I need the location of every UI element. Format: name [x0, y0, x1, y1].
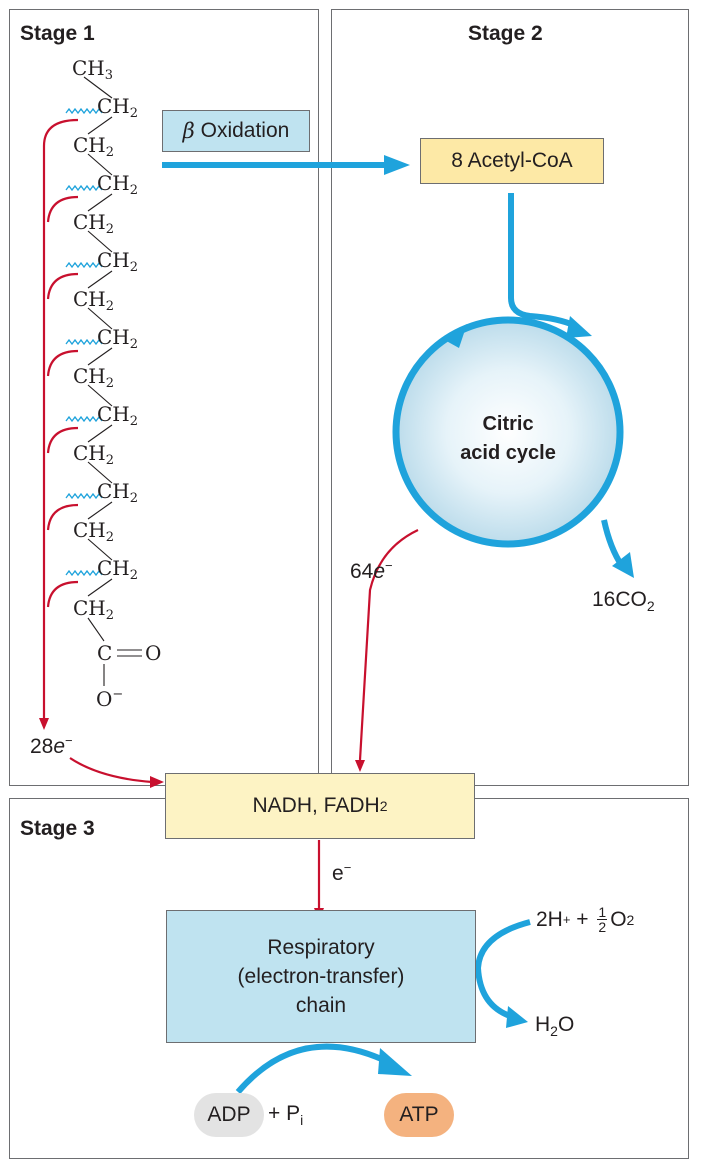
- carbonyl-carbon: C: [97, 641, 113, 665]
- oxygen-to-water-arrow: [474, 919, 531, 1019]
- beta-arrowhead: [384, 155, 410, 175]
- ch2-group: CH2: [73, 596, 115, 623]
- ch2-group: CH2: [97, 556, 139, 583]
- beta-oxidation-label: Oxidation: [194, 119, 290, 142]
- ch2-group: CH2: [97, 94, 139, 121]
- stage1-electron-arrowhead: [39, 718, 49, 730]
- carboxylate-oxygen: O−: [96, 687, 124, 711]
- ch2-group: CH2: [97, 248, 139, 275]
- ch2-group: CH2: [97, 402, 139, 429]
- ch2-group: CH2: [73, 364, 115, 391]
- respiratory-chain-box: Respiratory (electron-transfer) chain: [166, 910, 476, 1043]
- molecule-bonds: [83, 76, 142, 686]
- ch3-group: CH3: [72, 56, 114, 83]
- beta-symbol: β: [182, 119, 195, 143]
- ch2-group: CH2: [97, 479, 139, 506]
- electron-brackets: [42, 118, 79, 720]
- electron-flow-label: e−: [332, 860, 352, 885]
- beta-oxidation-box: β Oxidation: [162, 110, 310, 152]
- electrons-64-arrow: [358, 529, 419, 761]
- atp-pill: ATP: [384, 1093, 454, 1137]
- co2-output-label: 16CO2: [592, 588, 655, 614]
- ch2-group: CH2: [97, 325, 139, 352]
- adp-pill: ADP: [194, 1093, 264, 1137]
- cycle-arrowhead-top: [441, 324, 467, 348]
- electrons-28-label: 28e−: [30, 733, 73, 758]
- phosphate-label: + Pi: [268, 1102, 304, 1128]
- electrons-64-label: 64e−: [350, 558, 393, 583]
- carbonyl-oxygen: O: [145, 641, 162, 665]
- ch2-group: CH2: [73, 210, 115, 237]
- electrons-28-arrow: [69, 757, 153, 784]
- ch2-group: CH2: [97, 171, 139, 198]
- ch2-group: CH2: [73, 287, 115, 314]
- stage3-title: Stage 3: [20, 817, 95, 840]
- stage1-title: Stage 1: [20, 22, 95, 45]
- ch2-group: CH2: [73, 441, 115, 468]
- citric-cycle-circle: [392, 316, 624, 548]
- wavy-cleavage-marks: [65, 107, 103, 577]
- acetyl-coa-box: 8 Acetyl-CoA: [420, 138, 604, 184]
- adp-to-atp-arrow: [235, 1043, 390, 1094]
- citric-cycle-label: Citric acid cycle: [460, 413, 556, 464]
- stage2-title: Stage 2: [468, 22, 543, 45]
- ch2-group: CH2: [73, 133, 115, 160]
- ch2-group: CH2: [73, 518, 115, 545]
- water-label: H2O: [535, 1013, 575, 1039]
- acetyl-to-cycle-arrow: [508, 193, 578, 329]
- co2-output-arrow: [601, 519, 625, 568]
